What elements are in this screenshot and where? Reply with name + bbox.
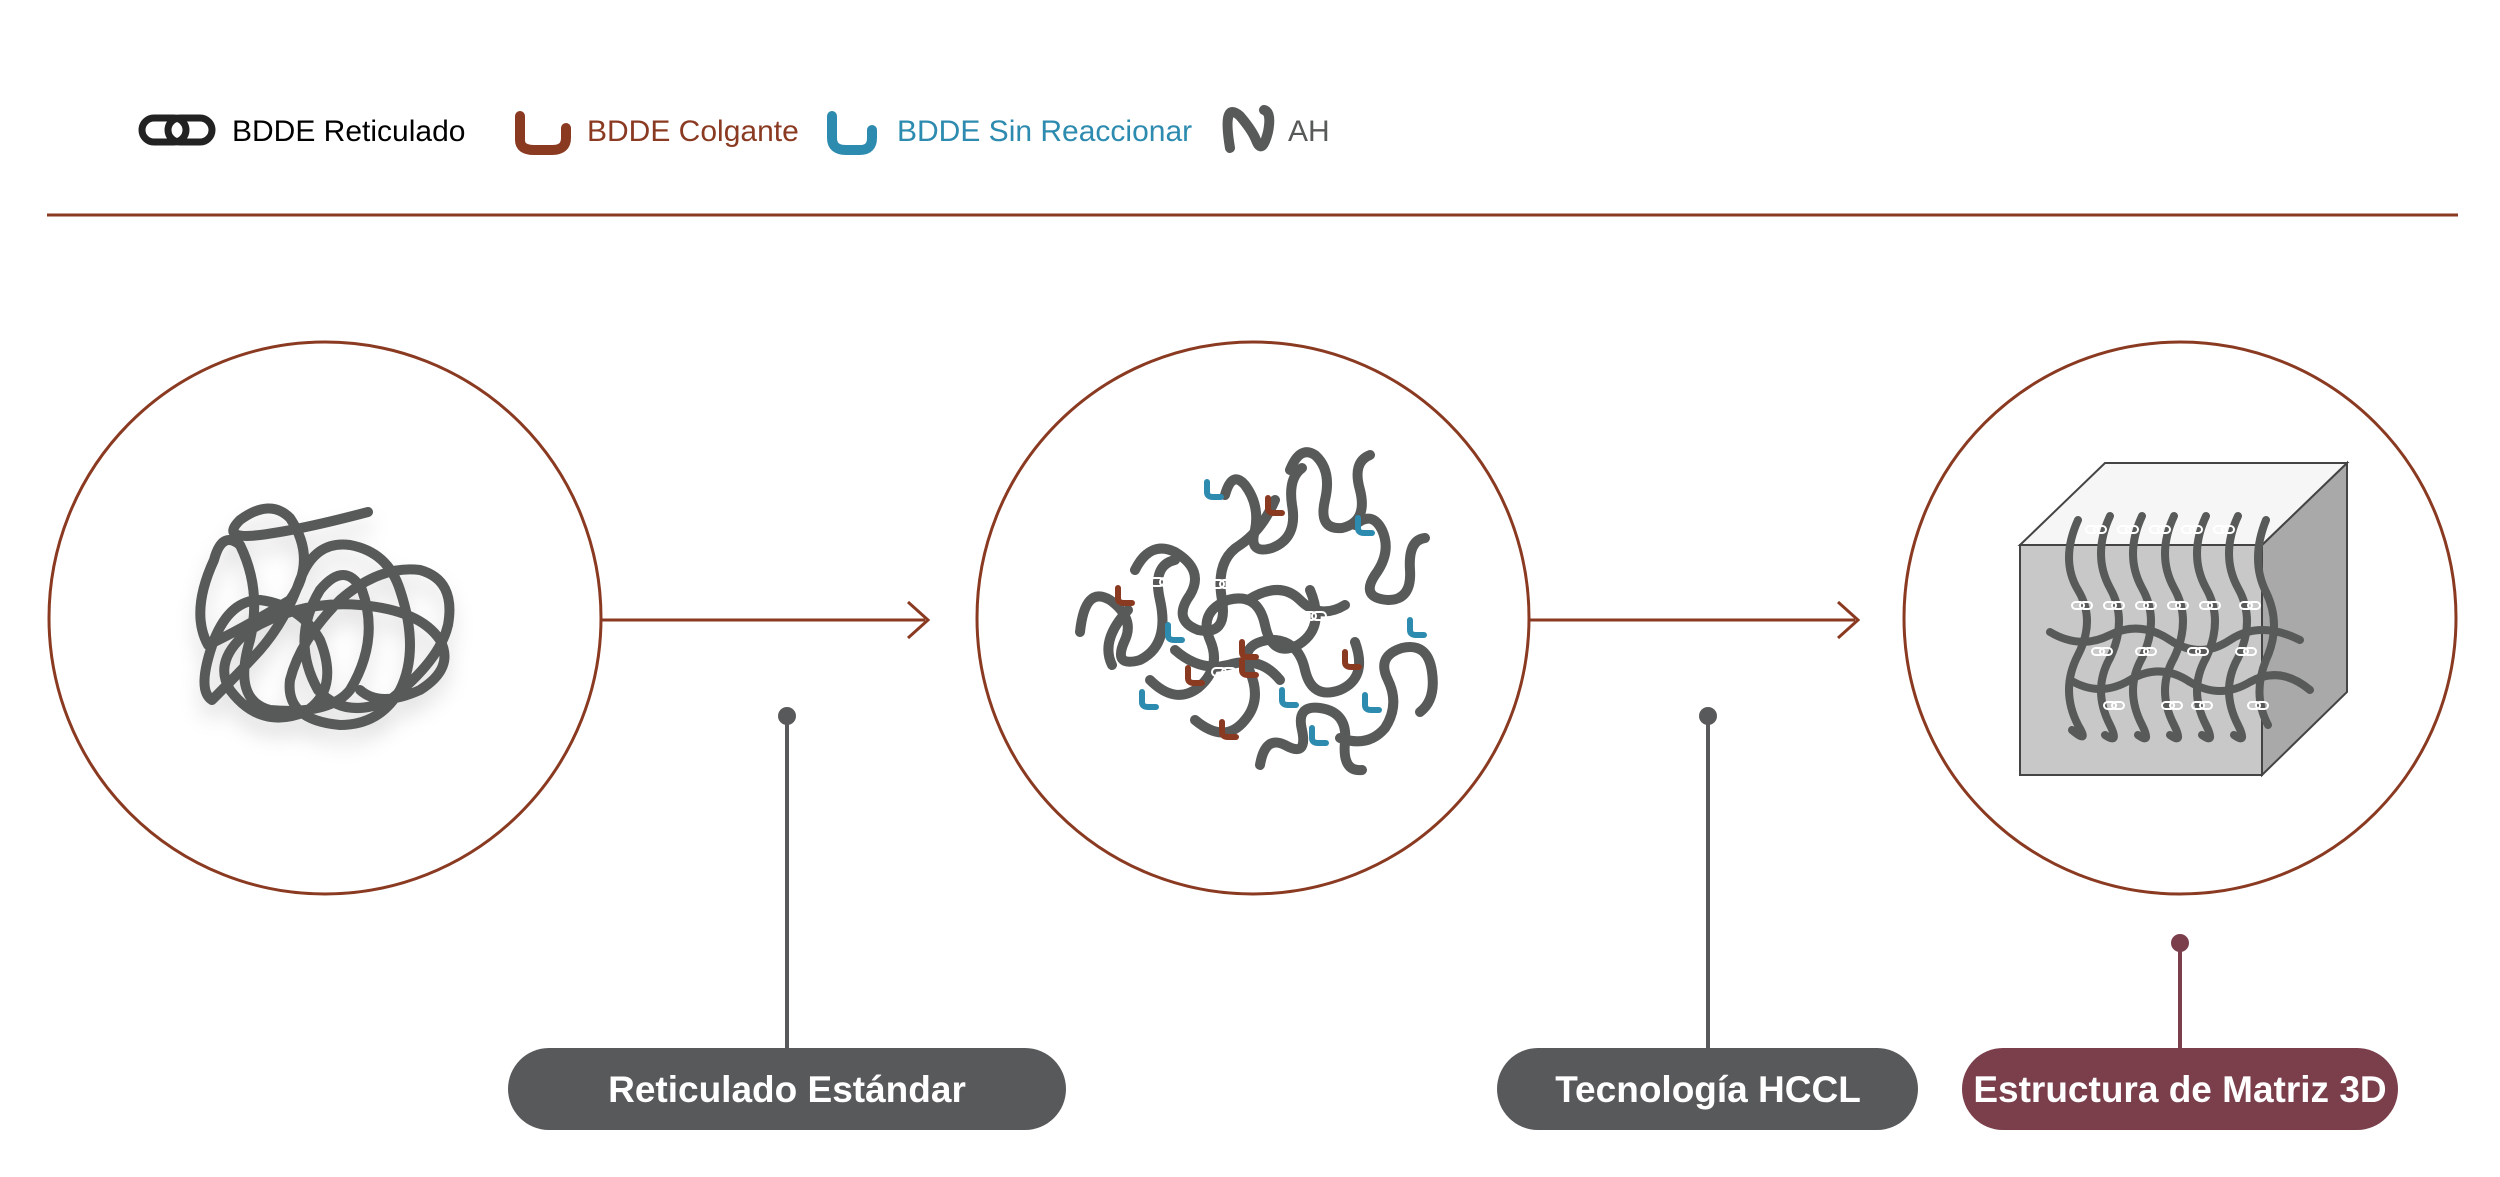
legend-item-unreacted: BDDE Sin Reaccionar [827,111,1192,155]
stage-circle-2 [975,340,1531,896]
legend-item-ha: AH [1222,105,1330,153]
stage-pill-hccl: Tecnología HCCL [1497,1048,1918,1130]
legend-label: BDDE Reticulado [232,115,465,148]
stage-label: Tecnología HCCL [1555,1069,1861,1110]
legend-label: BDDE Sin Reaccionar [897,115,1192,148]
cube-crosslinks [2071,525,2269,710]
stage-label: Estructura de Matriz 3D [1973,1069,2386,1110]
matrix-cube [2017,460,2350,778]
pendant-hook-icon [515,111,571,155]
ha-strand-icon [1222,105,1275,153]
legend-label: AH [1288,115,1330,148]
legend-label: BDDE Colgante [587,115,799,148]
legend-item-crosslinked: BDDE Reticulado [138,114,465,148]
tangled-ha-chain [195,503,455,730]
callout-connector-3 [2171,934,2189,1048]
stage-label: Reticulado Estándar [608,1069,966,1110]
cube-strands [2046,512,2314,743]
stage-pill-standard: Reticulado Estándar [508,1048,1066,1130]
legend: BDDE Reticulado BDDE Colgante BDDE Sin R… [138,105,1330,155]
hccl-network [1075,447,1438,776]
arrow-1 [601,600,931,640]
legend-item-pendant: BDDE Colgante [515,111,799,155]
callout-connector-2 [1699,707,1717,1048]
arrow-2 [1529,600,1861,640]
unreacted-hook-icon [827,111,877,155]
stage-pill-matrix: Estructura de Matriz 3D [1962,1048,2398,1130]
crosslink-chain-icon [138,114,216,146]
callout-connector-1 [778,707,796,1048]
